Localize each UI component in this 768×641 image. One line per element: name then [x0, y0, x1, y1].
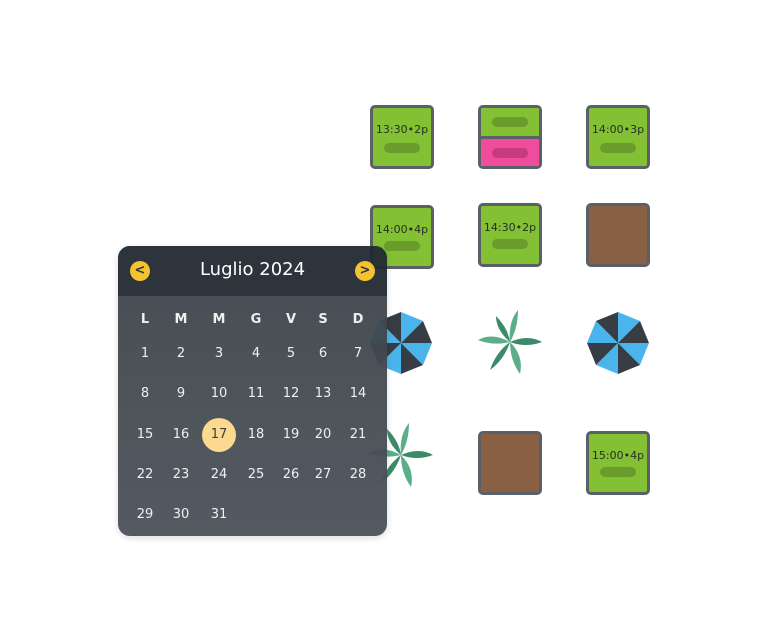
plant-icon: [478, 310, 542, 374]
tile-8[interactable]: 15:00•4p: [586, 431, 650, 495]
day-cell[interactable]: 18: [247, 427, 265, 442]
day-cell[interactable]: 15: [136, 427, 154, 442]
calendar-header: < Luglio 2024 >: [118, 246, 387, 296]
day-cell[interactable]: 26: [282, 467, 300, 482]
tile-bar: [600, 467, 636, 477]
day-cell[interactable]: 20: [314, 427, 332, 442]
tile-3[interactable]: 14:00•3p: [586, 105, 650, 169]
tile-bottom-section: [481, 139, 539, 166]
tile-bar: [492, 239, 528, 249]
day-cell[interactable]: 1: [140, 346, 150, 361]
day-cell[interactable]: 12: [282, 386, 300, 401]
tile-7[interactable]: [478, 431, 542, 495]
day-cell[interactable]: 31: [210, 507, 228, 522]
prev-month-button[interactable]: <: [130, 261, 150, 281]
weekday-header: G: [250, 312, 262, 327]
tile-time: 14:00•3p: [591, 123, 645, 136]
chevron-left-icon: <: [134, 263, 146, 278]
tile-bar: [600, 143, 636, 153]
tile-time: 13:30•2p: [375, 123, 429, 136]
weekday-header: L: [140, 312, 150, 327]
day-cell[interactable]: 10: [210, 386, 228, 401]
tile-1[interactable]: 13:30•2p: [370, 105, 434, 169]
day-cell[interactable]: 13: [314, 386, 332, 401]
day-cell[interactable]: 22: [136, 467, 154, 482]
day-cell[interactable]: 24: [210, 467, 228, 482]
weekday-header: S: [318, 312, 328, 327]
tile-6[interactable]: [586, 203, 650, 267]
day-cell[interactable]: 25: [247, 467, 265, 482]
weekday-header: M: [174, 312, 188, 327]
day-cell[interactable]: 6: [318, 346, 328, 361]
chevron-right-icon: >: [359, 263, 371, 278]
day-cell[interactable]: 30: [172, 507, 190, 522]
day-cell[interactable]: 4: [251, 346, 261, 361]
day-cell[interactable]: 21: [349, 427, 367, 442]
tile-time: 14:30•2p: [483, 221, 537, 234]
day-selected[interactable]: 17: [202, 418, 236, 452]
umbrella-icon: [587, 312, 649, 374]
day-cell[interactable]: 8: [140, 386, 150, 401]
day-cell[interactable]: 3: [214, 346, 224, 361]
tile-bar: [384, 241, 420, 251]
tile-top-section: [481, 108, 539, 139]
day-cell[interactable]: 19: [282, 427, 300, 442]
weekday-header: D: [352, 312, 364, 327]
tile-time: 14:00•4p: [375, 223, 429, 236]
tile-time: 15:00•4p: [591, 449, 645, 462]
day-cell[interactable]: 23: [172, 467, 190, 482]
day-cell[interactable]: 27: [314, 467, 332, 482]
calendar-title: Luglio 2024: [199, 259, 306, 280]
day-cell[interactable]: 11: [247, 386, 265, 401]
weekday-header: V: [285, 312, 297, 327]
day-cell[interactable]: 7: [353, 346, 363, 361]
day-cell[interactable]: 28: [349, 467, 367, 482]
weekday-header: M: [212, 312, 226, 327]
tile-5[interactable]: 14:30•2p: [478, 203, 542, 267]
next-month-button[interactable]: >: [355, 261, 375, 281]
day-cell[interactable]: 16: [172, 427, 190, 442]
day-cell[interactable]: 9: [176, 386, 186, 401]
day-cell[interactable]: 14: [349, 386, 367, 401]
tile-bar: [384, 143, 420, 153]
day-cell[interactable]: 2: [176, 346, 186, 361]
day-cell[interactable]: 5: [286, 346, 296, 361]
day-cell[interactable]: 29: [136, 507, 154, 522]
tile-2[interactable]: [478, 105, 542, 169]
